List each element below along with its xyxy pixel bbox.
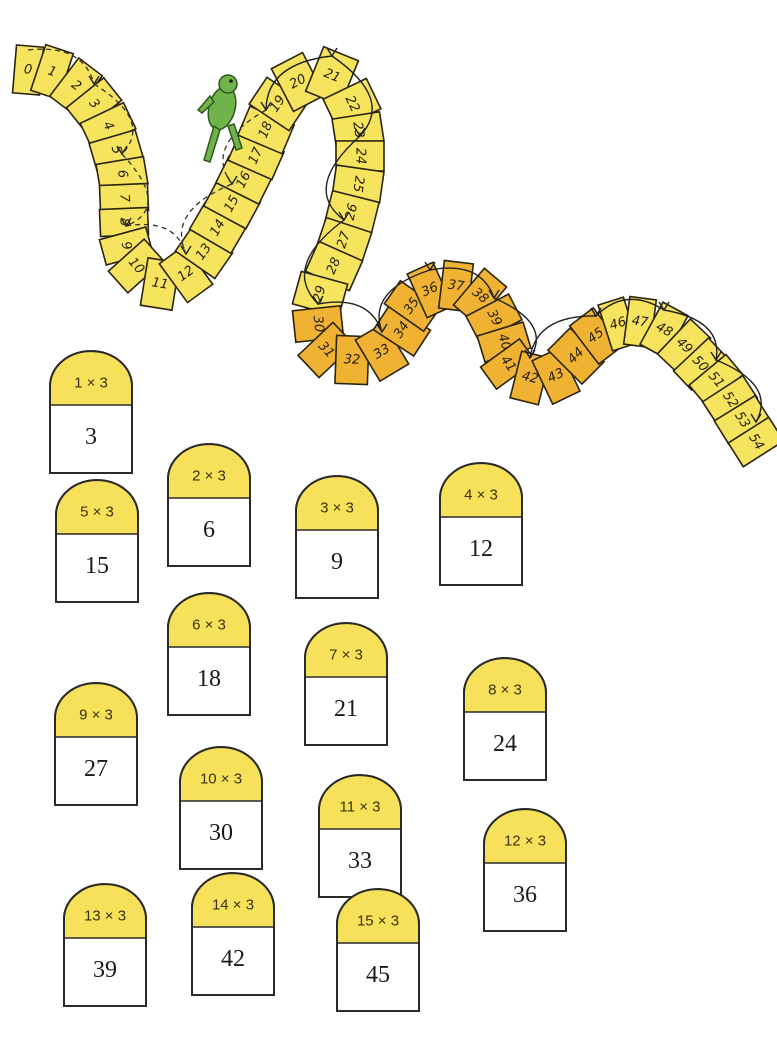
card-answer: 42 bbox=[221, 946, 245, 972]
multiplication-card: 2 × 3 6 bbox=[168, 438, 250, 566]
multiplication-card: 5 × 3 15 bbox=[56, 474, 138, 602]
card-answer: 33 bbox=[348, 848, 372, 874]
track-number: 25 bbox=[349, 175, 366, 194]
card-expression: 3 × 3 bbox=[320, 500, 354, 517]
card-expression: 4 × 3 bbox=[464, 487, 498, 504]
multiplication-card: 14 × 3 42 bbox=[192, 867, 274, 995]
multiplication-card: 8 × 3 24 bbox=[464, 652, 546, 780]
card-answer: 6 bbox=[203, 517, 215, 543]
track-number: 11 bbox=[151, 275, 170, 292]
card-expression: 10 × 3 bbox=[200, 771, 242, 788]
multiplication-card: 10 × 3 30 bbox=[180, 741, 262, 869]
card-answer: 15 bbox=[85, 553, 109, 579]
card-answer: 30 bbox=[209, 820, 233, 846]
multiplication-card: 3 × 3 9 bbox=[296, 470, 378, 598]
card-expression: 6 × 3 bbox=[192, 617, 226, 634]
track-number: 47 bbox=[631, 313, 650, 330]
card-answer: 21 bbox=[334, 696, 358, 722]
card-expression: 1 × 3 bbox=[74, 375, 108, 392]
card-expression: 8 × 3 bbox=[488, 682, 522, 699]
card-expression: 9 × 3 bbox=[79, 707, 113, 724]
track-number: 24 bbox=[353, 148, 368, 165]
card-expression: 12 × 3 bbox=[504, 833, 546, 850]
multiplication-card: 7 × 3 21 bbox=[305, 617, 387, 745]
card-expression: 5 × 3 bbox=[80, 504, 114, 521]
card-answer: 24 bbox=[493, 731, 517, 757]
frog-icon bbox=[198, 75, 242, 162]
card-expression: 14 × 3 bbox=[212, 897, 254, 914]
card-answer: 36 bbox=[513, 882, 537, 908]
card-answer: 45 bbox=[366, 962, 390, 988]
card-answer: 39 bbox=[93, 957, 117, 983]
card-expression: 13 × 3 bbox=[84, 908, 126, 925]
multiplication-card: 12 × 3 36 bbox=[484, 803, 566, 931]
card-answer: 9 bbox=[331, 549, 343, 575]
card-answer: 12 bbox=[469, 536, 493, 562]
multiplication-cards: 1 × 3 3 2 × 3 6 3 × 3 9 4 × 3 12 5 × 3 15 6 × 3 18 7… bbox=[50, 345, 566, 1011]
card-expression: 15 × 3 bbox=[357, 913, 399, 930]
card-expression: 2 × 3 bbox=[192, 468, 226, 485]
multiplication-card: 13 × 3 39 bbox=[64, 878, 146, 1006]
track-number: 7 bbox=[116, 194, 131, 204]
card-expression: 7 × 3 bbox=[329, 647, 363, 664]
card-answer: 27 bbox=[84, 756, 108, 782]
multiplication-card: 11 × 3 33 bbox=[319, 769, 401, 897]
multiplication-card: 15 × 3 45 bbox=[337, 883, 419, 1011]
card-expression: 11 × 3 bbox=[339, 799, 380, 816]
track-number: 32 bbox=[343, 352, 360, 368]
card-answer: 18 bbox=[197, 666, 221, 692]
track-number: 0 bbox=[23, 62, 32, 78]
multiplication-card: 4 × 3 12 bbox=[440, 457, 522, 585]
track-number: 37 bbox=[447, 278, 466, 295]
multiplication-card: 6 × 3 18 bbox=[168, 587, 250, 715]
multiplication-card: 9 × 3 27 bbox=[55, 677, 137, 805]
multiplication-card: 1 × 3 3 bbox=[50, 345, 132, 473]
card-answer: 3 bbox=[85, 424, 97, 450]
